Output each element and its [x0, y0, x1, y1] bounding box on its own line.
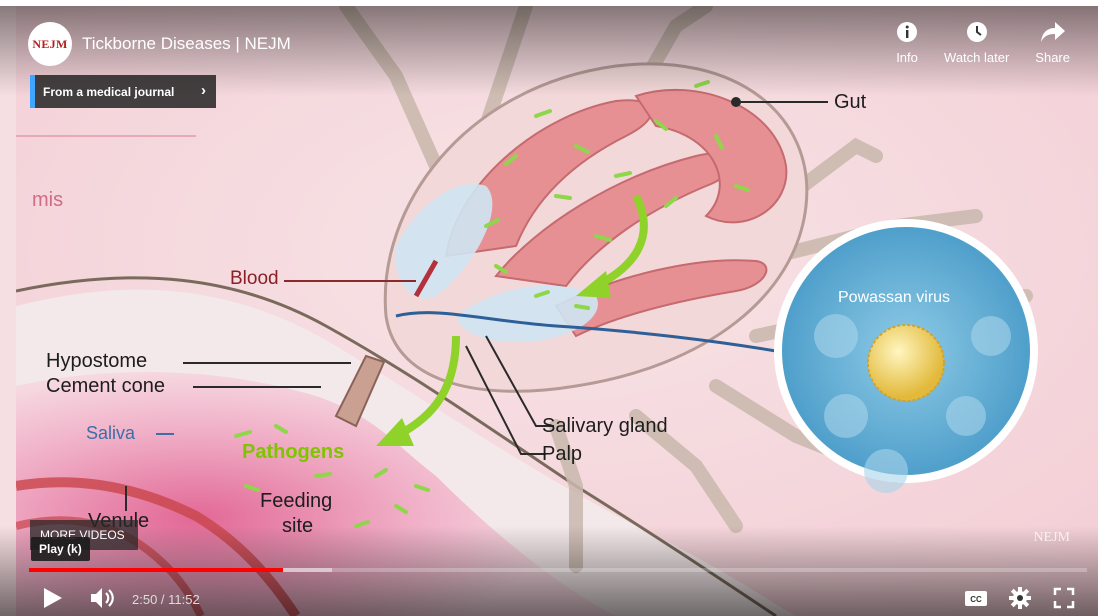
info-button[interactable]: Info [896, 20, 918, 65]
label-hypostome: Hypostome [46, 351, 147, 371]
watch-later-label: Watch later [944, 50, 1009, 65]
fullscreen-icon [1050, 584, 1078, 612]
label-salivary-gland: Salivary gland [542, 416, 668, 436]
video-header: NEJM Tickborne Diseases | NEJM [28, 22, 291, 66]
label-dermis: mis [32, 190, 63, 210]
play-icon [40, 584, 66, 612]
clock-icon [966, 20, 988, 44]
info-label: Info [896, 50, 918, 65]
label-powassan-virus: Powassan virus [838, 290, 950, 306]
time-display: 2:50 / 11:52 [132, 592, 200, 607]
label-palp: Palp [542, 444, 582, 464]
label-cement-cone: Cement cone [46, 376, 165, 396]
label-pathogens: Pathogens [242, 442, 344, 462]
settings-icon [1006, 584, 1034, 612]
info-card[interactable]: From a medical journal › [30, 75, 216, 108]
settings-button[interactable] [1006, 584, 1034, 612]
video-title[interactable]: Tickborne Diseases | NEJM [82, 34, 291, 54]
progress-played [29, 568, 283, 572]
svg-text:CC: CC [970, 595, 982, 604]
play-button[interactable] [40, 584, 66, 612]
channel-badge-text: NEJM [32, 37, 67, 52]
channel-avatar[interactable]: NEJM [28, 22, 72, 66]
player-controls: 2:50 / 11:52 CC [0, 580, 1098, 616]
label-blood: Blood [230, 269, 279, 288]
info-card-text: From a medical journal [43, 85, 174, 99]
share-label: Share [1035, 50, 1070, 65]
share-icon [1041, 20, 1065, 44]
captions-button[interactable]: CC [962, 584, 990, 612]
chevron-right-icon: › [201, 82, 206, 99]
label-feeding-site-1: Feeding [260, 491, 332, 511]
volume-icon [88, 584, 116, 612]
top-actions: Info Watch later Share [896, 20, 1070, 65]
volume-button[interactable] [88, 584, 116, 612]
progress-bar[interactable] [29, 568, 1087, 572]
watch-later-button[interactable]: Watch later [944, 20, 1009, 65]
tooltip-text: Play (k) [39, 542, 82, 556]
video-player[interactable]: Gut mis Blood Hypostome Cement cone Sali… [0, 6, 1098, 616]
play-tooltip: Play (k) [31, 537, 90, 561]
captions-icon: CC [962, 584, 990, 612]
fullscreen-button[interactable] [1050, 584, 1078, 612]
info-icon [896, 20, 918, 44]
nejm-watermark: NEJM [1033, 530, 1070, 546]
label-saliva: Saliva [86, 424, 135, 442]
share-button[interactable]: Share [1035, 20, 1070, 65]
